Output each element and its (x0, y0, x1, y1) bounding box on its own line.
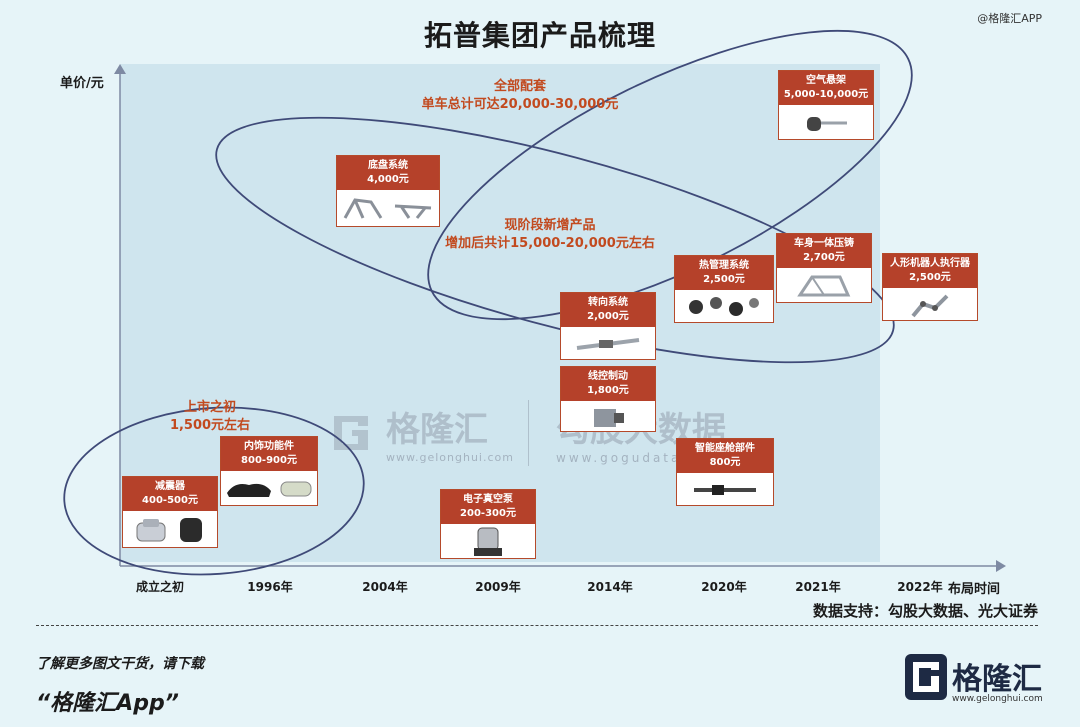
logo-brand-url: www.gelonghui.com (952, 694, 1043, 704)
product-card-steering: 转向系统 2,000元 (560, 292, 656, 360)
region-full-set-label: 全部配套 单车总计可达20,000-30,000元 (400, 78, 640, 114)
watermark-divider (528, 400, 529, 466)
product-card-die-casting: 车身一体压铸 2,700元 (776, 233, 872, 303)
corner-watermark: @格隆汇APP (977, 12, 1042, 25)
watermark-brand-url: www.gelonghui.com (386, 451, 514, 464)
smart-cockpit-icon (677, 473, 773, 507)
logo-brand-name: 格隆汇 (952, 662, 1042, 697)
product-name: 转向系统 (588, 297, 628, 308)
region-full-set-line2: 单车总计可达20,000-30,000元 (421, 97, 619, 112)
product-price: 4,000元 (367, 174, 409, 185)
region-ipo-label: 上市之初 1,500元左右 (150, 399, 270, 435)
gelonghui-watermark: 格隆汇 www.gelonghui.com (328, 402, 514, 464)
x-axis-arrow (996, 560, 1006, 572)
y-axis-label: 单价/元 (60, 76, 104, 91)
x-tick-2: 2004年 (362, 580, 408, 594)
product-name: 电子真空泵 (463, 494, 513, 505)
product-price: 400-500元 (142, 495, 198, 506)
product-name: 内饰功能件 (244, 441, 294, 452)
die-casting-icon (777, 268, 871, 304)
product-name: 减震器 (155, 481, 185, 492)
air-suspension-icon (779, 105, 873, 141)
ellipse-full-set (427, 29, 913, 321)
x-tick-5: 2020年 (701, 580, 747, 594)
watermark-brand: 格隆汇 (386, 410, 488, 450)
product-card-thermal-management: 热管理系统 2,500元 (674, 255, 774, 323)
x-tick-0: 成立之初 (135, 580, 184, 594)
product-card-smart-cockpit: 智能座舱部件 800元 (676, 438, 774, 506)
product-price: 2,000元 (587, 311, 629, 322)
product-price: 2,700元 (803, 252, 845, 263)
footer-cta: 了解更多图文干货，请下载 (36, 656, 204, 672)
x-axis-label: 布局时间 (948, 582, 1001, 597)
product-card-air-suspension: 空气悬架 5,000-10,000元 (778, 70, 874, 140)
product-price: 800-900元 (241, 455, 297, 466)
x-tick-7: 2022年 (897, 580, 943, 594)
product-name: 智能座舱部件 (695, 443, 755, 454)
product-price: 200-300元 (460, 508, 516, 519)
chassis-icon (337, 190, 439, 228)
steering-icon (561, 327, 655, 361)
x-tick-4: 2014年 (587, 580, 633, 594)
product-price: 2,500元 (703, 274, 745, 285)
thermal-management-icon (675, 290, 773, 324)
product-name: 热管理系统 (699, 260, 749, 271)
x-tick-1: 1996年 (247, 580, 293, 594)
product-price: 5,000-10,000元 (783, 89, 869, 100)
gelonghui-watermark-icon (334, 416, 368, 450)
product-card-chassis: 底盘系统 4,000元 (336, 155, 440, 227)
product-name: 底盘系统 (368, 160, 408, 171)
ellipse-ipo (63, 406, 365, 576)
shock-absorber-icon (123, 511, 217, 549)
product-name: 人形机器人执行器 (890, 258, 970, 269)
page-title: 拓普集团产品梳理 (423, 19, 656, 52)
region-ipo-line2: 1,500元左右 (169, 418, 251, 433)
product-name: 空气悬架 (806, 75, 846, 86)
x-tick-6: 2021年 (795, 580, 841, 594)
product-price: 1,800元 (587, 385, 629, 396)
product-price: 800元 (709, 457, 741, 468)
x-tick-3: 2009年 (475, 580, 521, 594)
product-name: 线控制动 (588, 371, 628, 382)
region-new-line2: 增加后共计15,000-20,000元左右 (445, 236, 655, 251)
brake-by-wire-icon (561, 401, 655, 433)
product-card-vacuum-pump: 电子真空泵 200-300元 (440, 489, 536, 559)
product-card-interior-parts: 内饰功能件 800-900元 (220, 436, 318, 506)
region-full-set-line1: 全部配套 (493, 79, 546, 94)
region-ipo-line1: 上市之初 (183, 400, 236, 415)
region-new-products-label: 现阶段新增产品 增加后共计15,000-20,000元左右 (440, 217, 660, 253)
region-new-line1: 现阶段新增产品 (504, 218, 596, 233)
interior-parts-icon (221, 471, 317, 507)
footer-app-name: “格隆汇App” (36, 691, 179, 716)
gelonghui-logo-icon (905, 654, 947, 700)
product-card-robot-actuator: 人形机器人执行器 2,500元 (882, 253, 978, 321)
y-axis-arrow (114, 64, 126, 74)
vacuum-pump-icon (441, 524, 535, 560)
data-source: 数据支持：勾股大数据、光大证券 (812, 602, 1038, 620)
robot-actuator-icon (883, 288, 977, 322)
footer-divider (36, 625, 1038, 626)
product-name: 车身一体压铸 (794, 238, 854, 249)
product-card-shock-absorber: 减震器 400-500元 (122, 476, 218, 548)
product-card-brake-by-wire: 线控制动 1,800元 (560, 366, 656, 432)
ellipse-new-products (215, 116, 895, 364)
product-price: 2,500元 (909, 272, 951, 283)
